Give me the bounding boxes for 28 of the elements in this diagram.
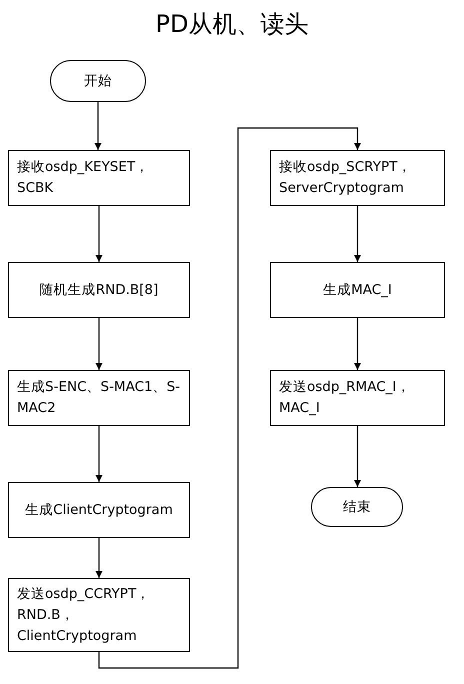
node-text: 接收osdp_KEYSET，SCBK: [16, 158, 150, 198]
arrow: [96, 426, 102, 482]
node-text: 生成MAC_I: [322, 280, 393, 300]
process-box: [8, 262, 190, 318]
diagram-title: PD从机、读头: [154, 9, 310, 40]
arrow: [354, 318, 361, 370]
process-box: [270, 262, 445, 318]
node-text: 结束: [342, 498, 372, 516]
arrow: [96, 538, 102, 578]
node-text: 发送osdp_RMAC_I，MAC_I: [278, 378, 412, 418]
process-box: [8, 150, 190, 206]
process-box: [8, 482, 190, 538]
node-text: 随机生成RND.B[8]: [38, 280, 160, 300]
arrow: [354, 206, 361, 262]
arrow: [354, 426, 361, 487]
process-box: [8, 370, 190, 426]
node-text: 生成S-ENC、S-MAC1、S-MAC2: [16, 378, 182, 418]
node-text: 接收osdp_SCRYPT，ServerCryptogram: [278, 158, 412, 198]
process-box: [270, 370, 445, 426]
arrow: [94, 102, 102, 150]
arrow: [96, 318, 102, 370]
node-text: 开始: [83, 72, 113, 90]
process-box: [8, 578, 190, 652]
node-text: 生成ClientCryptogram: [24, 500, 174, 520]
arrow: [98, 127, 361, 669]
node-text: 发送osdp_CCRYPT，RND.B，ClientCryptogram: [16, 584, 152, 646]
arrow: [96, 206, 102, 262]
process-box: [270, 150, 445, 206]
